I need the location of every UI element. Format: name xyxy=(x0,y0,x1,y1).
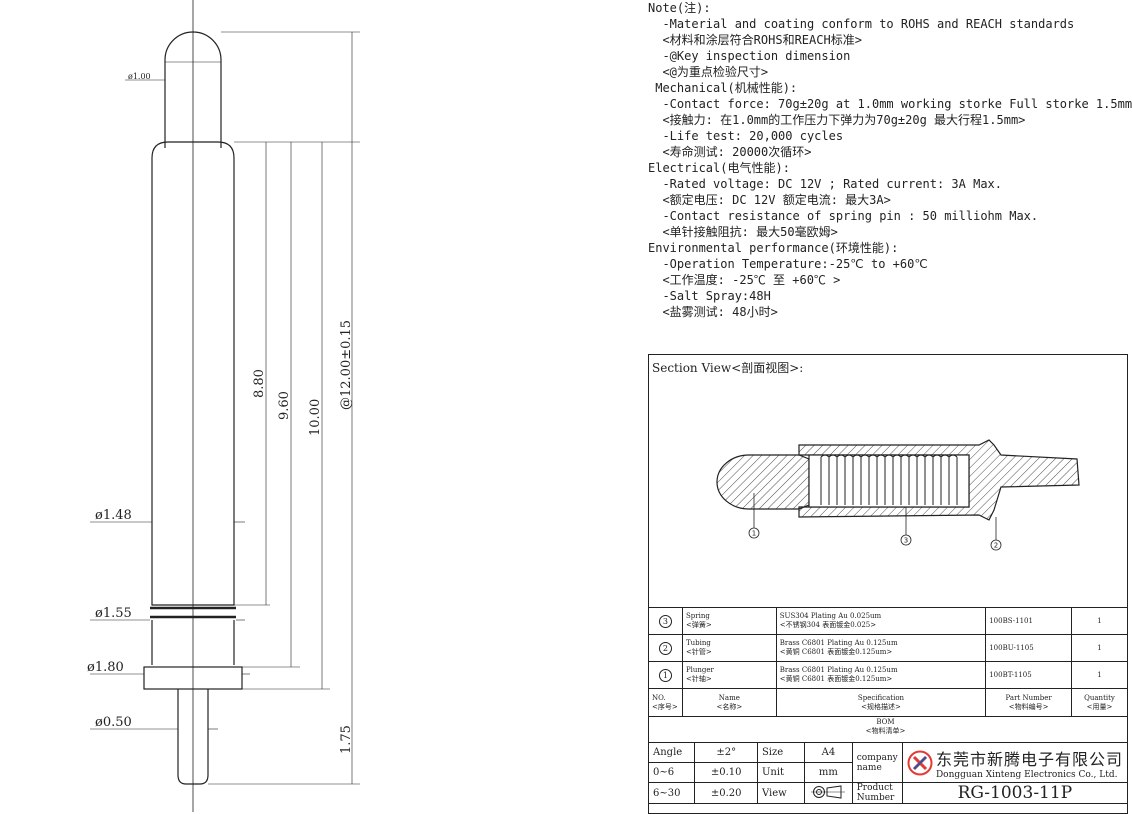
range-row-2: 0~6 xyxy=(647,762,696,783)
note-line: -@Key inspection dimension xyxy=(648,49,851,63)
tolerance-row-2: ±0.10 xyxy=(694,762,758,783)
technical-notes: Note(注): -Material and coating conform t… xyxy=(648,0,1132,320)
bom-item-spec-cn: <黄铜 C6801 表面镀金0.125um> xyxy=(779,648,893,656)
bom-header-qty: Quantity xyxy=(1084,693,1115,702)
note-line: <单针接触阻抗: 最大50毫欧姆> xyxy=(648,225,838,239)
angle-tolerance: ±2° xyxy=(694,742,758,763)
bom-item-spec: Brass C6801 Plating Au 0.125um xyxy=(779,666,898,674)
range-row-3: 6~30 xyxy=(647,782,696,804)
note-line: -Life test: 20,000 cycles xyxy=(648,129,844,143)
note-line: <@为重点检验尺寸> xyxy=(648,65,769,79)
bom-item-name: Tubing xyxy=(685,639,711,647)
dim-flange-diameter: ø1.80 xyxy=(87,660,124,675)
note-line: -Salt Spray:48H xyxy=(648,289,771,303)
bom-header-qty-cn: <用量> xyxy=(1086,702,1113,711)
company-logo-icon xyxy=(907,750,933,775)
bom-row: 3 Spring<弹簧> SUS304 Plating Au 0.025um<不锈钢… xyxy=(648,607,1128,635)
callout-3: 3 xyxy=(904,537,908,545)
dim-length-960: 9.60 xyxy=(277,391,292,420)
dim-length-880: 8.80 xyxy=(252,369,267,398)
note-line: <材料和涂层符合ROHS和REACH标准> xyxy=(648,33,862,47)
note-line: Electrical(电气性能): xyxy=(648,161,790,175)
dim-total-length: @12.00±0.15 xyxy=(339,320,354,410)
tolerance-row-3: ±0.20 xyxy=(694,782,758,804)
bom-header-no: NO. xyxy=(652,693,666,702)
bom-item-quantity: 1 xyxy=(1071,661,1128,689)
bom-item-name-cn: <针轴> xyxy=(685,675,712,683)
bom-header-name: Name xyxy=(718,693,740,702)
bom-item-name-cn: <弹簧> xyxy=(685,621,712,629)
bom-row: 1 Plunger<针轴> Brass C6801 Plating Au 0.125… xyxy=(648,661,1128,689)
bom-item-number: 1 xyxy=(658,668,672,682)
note-line: <额定电压: DC 12V 额定电流: 最大3A> xyxy=(648,193,891,207)
angle-label: Angle xyxy=(647,742,696,763)
callout-1: 1 xyxy=(752,530,756,538)
bom-item-spec: Brass C6801 Plating Au 0.125um xyxy=(779,639,898,647)
note-line: <接触力: 在1.0mm的工作压力下弹力为70g±20g 最大行程1.5mm> xyxy=(648,113,1026,127)
bom-item-number: 2 xyxy=(658,641,672,655)
size-label: Size xyxy=(756,742,806,763)
dim-ring-diameter: ø1.55 xyxy=(95,606,132,621)
company-name-en: Dongguan Xinteng Electronics Co., Ltd. xyxy=(935,769,1118,780)
bom-header-no-cn: <序号> xyxy=(652,702,678,711)
note-line: -Material and coating conform to ROHS an… xyxy=(648,17,1075,31)
bom-item-quantity: 1 xyxy=(1071,634,1128,662)
dim-tail-length: 1.75 xyxy=(339,725,354,754)
bom-item-part-number: 100BT-1105 xyxy=(985,661,1073,689)
bom-item-name-cn: <针管> xyxy=(685,648,712,656)
note-line: -Rated voltage: DC 12V ; Rated current: … xyxy=(648,177,1003,191)
dim-length-1000: 10.00 xyxy=(308,399,323,436)
size-value: A4 xyxy=(804,742,853,763)
pin-dimension-drawing: ø1.00 ø1.48 ø1.55 ø1.80 ø0.50 8.80 9.60 … xyxy=(87,0,360,812)
view-label: View xyxy=(756,782,806,804)
bom-item-spec-cn: <不锈钢304 表面镀金0.025> xyxy=(779,621,877,629)
bom-header-spec-cn: <规格描述> xyxy=(861,702,901,711)
projection-symbol-icon xyxy=(804,782,853,804)
company-cell: 东莞市新腾电子有限公司 Dongguan Xinteng Electronics… xyxy=(901,742,1129,783)
dim-barrel-diameter: ø1.48 xyxy=(95,508,132,523)
note-line: -Contact resistance of spring pin : 50 m… xyxy=(648,209,1039,223)
bom-item-quantity: 1 xyxy=(1071,607,1128,635)
note-line: -Contact force: 70g±20g at 1.0mm working… xyxy=(648,97,1132,111)
product-number: RG-1003-11P xyxy=(901,782,1129,804)
note-line: Note(注): xyxy=(648,1,711,15)
unit-label: Unit xyxy=(756,762,806,783)
callout-2: 2 xyxy=(994,542,998,550)
bom-header-row: NO.<序号> Name<名称> Specification<规格描述> Part N… xyxy=(648,688,1128,717)
company-label: company name xyxy=(851,742,903,783)
bom-caption-en: BOM xyxy=(876,718,895,726)
spring-coils xyxy=(820,454,958,505)
bom-item-name: Spring xyxy=(685,612,710,620)
bom-header-part: Part Number xyxy=(1005,693,1052,702)
bom-header-spec: Specification xyxy=(857,693,905,702)
bom-header-part-cn: <物料编号> xyxy=(1008,702,1049,711)
bom-row: 2 Tubing<针管> Brass C6801 Plating Au 0.125u… xyxy=(648,634,1128,662)
note-line: Environmental performance(环境性能): xyxy=(648,241,899,255)
bom-item-number: 3 xyxy=(658,614,672,628)
section-view-title: Section View<剖面视图>: xyxy=(652,361,804,375)
note-line: <工作温度: -25℃ 至 +60℃ > xyxy=(648,273,841,287)
product-number-label: Product Number xyxy=(851,782,903,804)
bom-item-spec: SUS304 Plating Au 0.025um xyxy=(779,612,882,620)
note-line: -Operation Temperature:-25℃ to +60℃ xyxy=(648,257,928,271)
dim-tail-diameter: ø0.50 xyxy=(95,715,132,730)
unit-value: mm xyxy=(804,762,853,783)
bom-caption: BOM <物料清单> xyxy=(648,718,1123,736)
note-line: Mechanical(机械性能): xyxy=(648,81,798,95)
bom-item-part-number: 100BS-1101 xyxy=(985,607,1073,635)
bom-item-name: Plunger xyxy=(685,666,714,674)
bom-item-part-number: 100BU-1105 xyxy=(985,634,1073,662)
dim-tip-diameter: ø1.00 xyxy=(128,72,151,81)
note-line: <寿命测试: 20000次循环> xyxy=(648,145,812,159)
section-view-drawing: 1 3 2 xyxy=(716,439,1080,551)
bom-caption-cn: <物料清单> xyxy=(865,727,906,735)
title-block: Angle ±2° Size A4 company name 东莞市新腾电子有限… xyxy=(647,742,1129,804)
bom-item-spec-cn: <黄铜 C6801 表面镀金0.125um> xyxy=(779,675,893,683)
company-name-cn: 东莞市新腾电子有限公司 xyxy=(935,749,1123,769)
bom-table: 3 Spring<弹簧> SUS304 Plating Au 0.025um<不锈钢… xyxy=(648,607,1128,717)
note-line: <盐雾测试: 48小时> xyxy=(648,305,778,319)
bom-header-name-cn: <名称> xyxy=(716,702,743,711)
